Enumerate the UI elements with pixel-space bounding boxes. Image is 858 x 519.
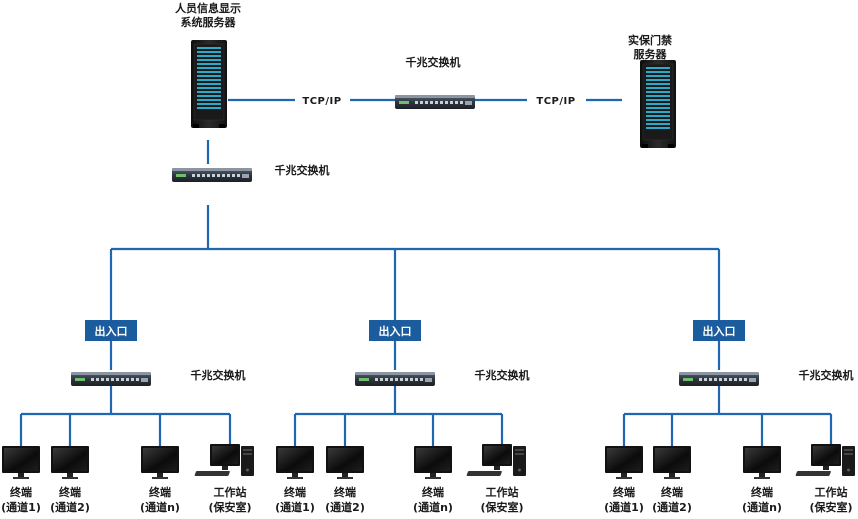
top-switch: 千兆交换机: [395, 55, 475, 109]
tcp-ip-label-right: TCP/IP: [536, 96, 575, 107]
terminal-monitor-icon: [51, 446, 89, 479]
server-rack-icon: [639, 59, 677, 149]
switch-icon: [172, 168, 252, 182]
entrance-groups: 出入口千兆交换机终端(通道1)终端(通道2)终端(通道n)工作站(保安室)出入口…: [1, 249, 855, 514]
terminal-monitor-icon: [141, 446, 179, 479]
terminal-monitor-icon: [653, 446, 691, 479]
terminal-monitor-icon: [2, 446, 40, 479]
workstation-icon: [194, 444, 254, 476]
terminal-monitor-icon: [605, 446, 643, 479]
device-label-line1: 终端: [422, 485, 444, 499]
device-label-line1: 终端: [334, 485, 356, 499]
display-server-label-line2: 系统服务器: [181, 15, 237, 29]
device-label-line2: (通道n): [413, 500, 453, 514]
access-server-label-line1: 实保门禁: [628, 33, 672, 47]
workstation-icon: [466, 444, 526, 476]
terminal-monitor-icon: [743, 446, 781, 479]
entrance-badge: [693, 320, 745, 341]
device-label-line2: (通道2): [50, 500, 90, 514]
terminal-monitor-icon: [276, 446, 314, 479]
device-label-line2: (通道n): [742, 500, 782, 514]
device-label-line2: (保安室): [480, 500, 523, 514]
access-server-label-line2: 服务器: [634, 47, 668, 61]
device-label-line2: (通道1): [1, 500, 41, 514]
device-label-line1: 终端: [149, 485, 171, 499]
switch-icon: [355, 372, 435, 386]
tcp-ip-label-left: TCP/IP: [302, 96, 341, 107]
device-label-line2: (通道2): [652, 500, 692, 514]
device-label-line2: (通道1): [275, 500, 315, 514]
entrance-badge-label: 出入口: [703, 324, 736, 338]
group-switch-label: 千兆交换机: [475, 368, 530, 382]
switch-icon: [71, 372, 151, 386]
entrance-badge-label: 出入口: [379, 324, 412, 338]
device-label-line2: (通道1): [604, 500, 644, 514]
top-switch-label: 千兆交换机: [406, 55, 461, 69]
server-rack-icon: [190, 39, 228, 129]
switch-icon: [395, 95, 475, 109]
group-switch-label: 千兆交换机: [191, 368, 246, 382]
access-control-server: 实保门禁 服务器: [628, 33, 677, 149]
terminal-monitor-icon: [326, 446, 364, 479]
switch-icon: [679, 372, 759, 386]
group-switch-label: 千兆交换机: [799, 368, 854, 382]
device-label-line2: (通道2): [325, 500, 365, 514]
device-label-line1: 终端: [10, 485, 32, 499]
device-label-line1: 工作站: [486, 485, 519, 499]
device-label-line2: (保安室): [809, 500, 852, 514]
entrance-badge: [369, 320, 421, 341]
device-label-line1: 工作站: [815, 485, 848, 499]
terminal-monitor-icon: [414, 446, 452, 479]
device-label-line2: (保安室): [208, 500, 251, 514]
entrance-badge-label: 出入口: [95, 324, 128, 338]
device-label-line1: 工作站: [214, 485, 247, 499]
entrance-badge: [85, 320, 137, 341]
device-label-line1: 终端: [661, 485, 683, 499]
display-server: 人员信息显示 系统服务器: [175, 1, 241, 129]
device-label-line1: 终端: [751, 485, 773, 499]
device-label-line1: 终端: [284, 485, 306, 499]
mid-switch: 千兆交换机: [172, 163, 330, 182]
workstation-icon: [795, 444, 855, 476]
device-label-line1: 终端: [59, 485, 81, 499]
device-label-line1: 终端: [613, 485, 635, 499]
display-server-label-line1: 人员信息显示: [175, 1, 241, 15]
device-label-line2: (通道n): [140, 500, 180, 514]
mid-switch-label: 千兆交换机: [275, 163, 330, 177]
